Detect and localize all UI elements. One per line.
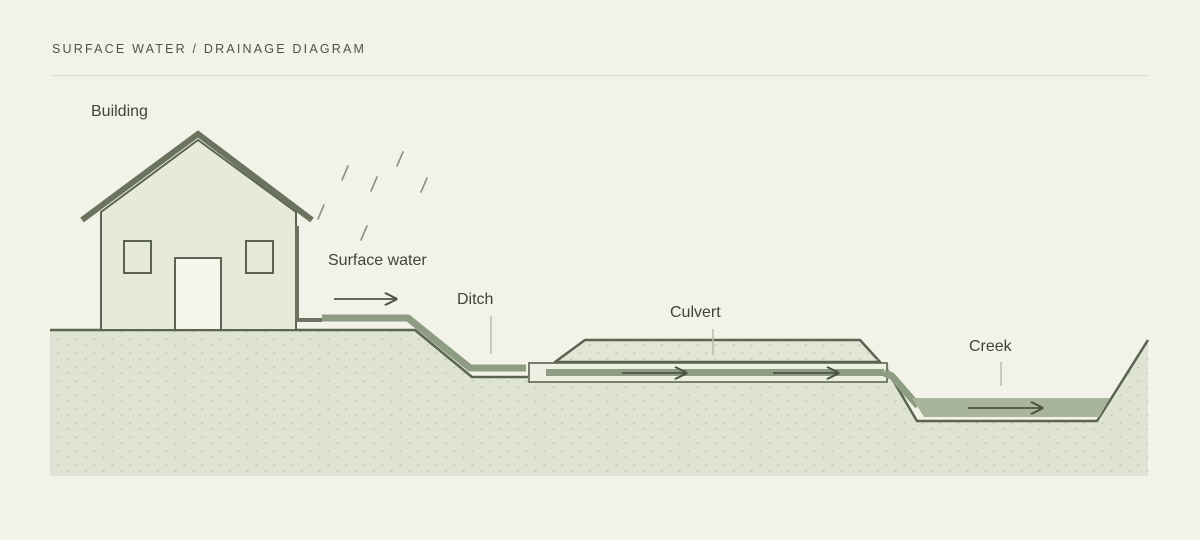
label-culvert: Culvert [670,304,721,321]
flow-arrow-icon [334,299,1042,408]
rain-streaks-icon [317,151,428,241]
culvert-water [546,369,884,376]
building-window-right [245,240,274,274]
outlet-flow [882,369,921,409]
leader-lines [490,316,1002,386]
label-building: Building [91,103,148,120]
creek-bank-line [885,339,1150,423]
building-window-left [123,240,152,274]
label-creek: Creek [969,338,1013,355]
surface-water-flow [322,314,526,372]
header-divider [52,75,1148,76]
label-surface-water: Surface water [328,252,427,269]
label-ditch: Ditch [457,291,493,308]
water-flow [322,314,1110,417]
page-title: SURFACE WATER / DRAINAGE DIAGRAM [52,42,367,56]
downspout [295,226,322,322]
building-roof [80,130,314,223]
embankment-texture [555,340,880,362]
building [80,130,322,331]
building-door [174,257,222,331]
